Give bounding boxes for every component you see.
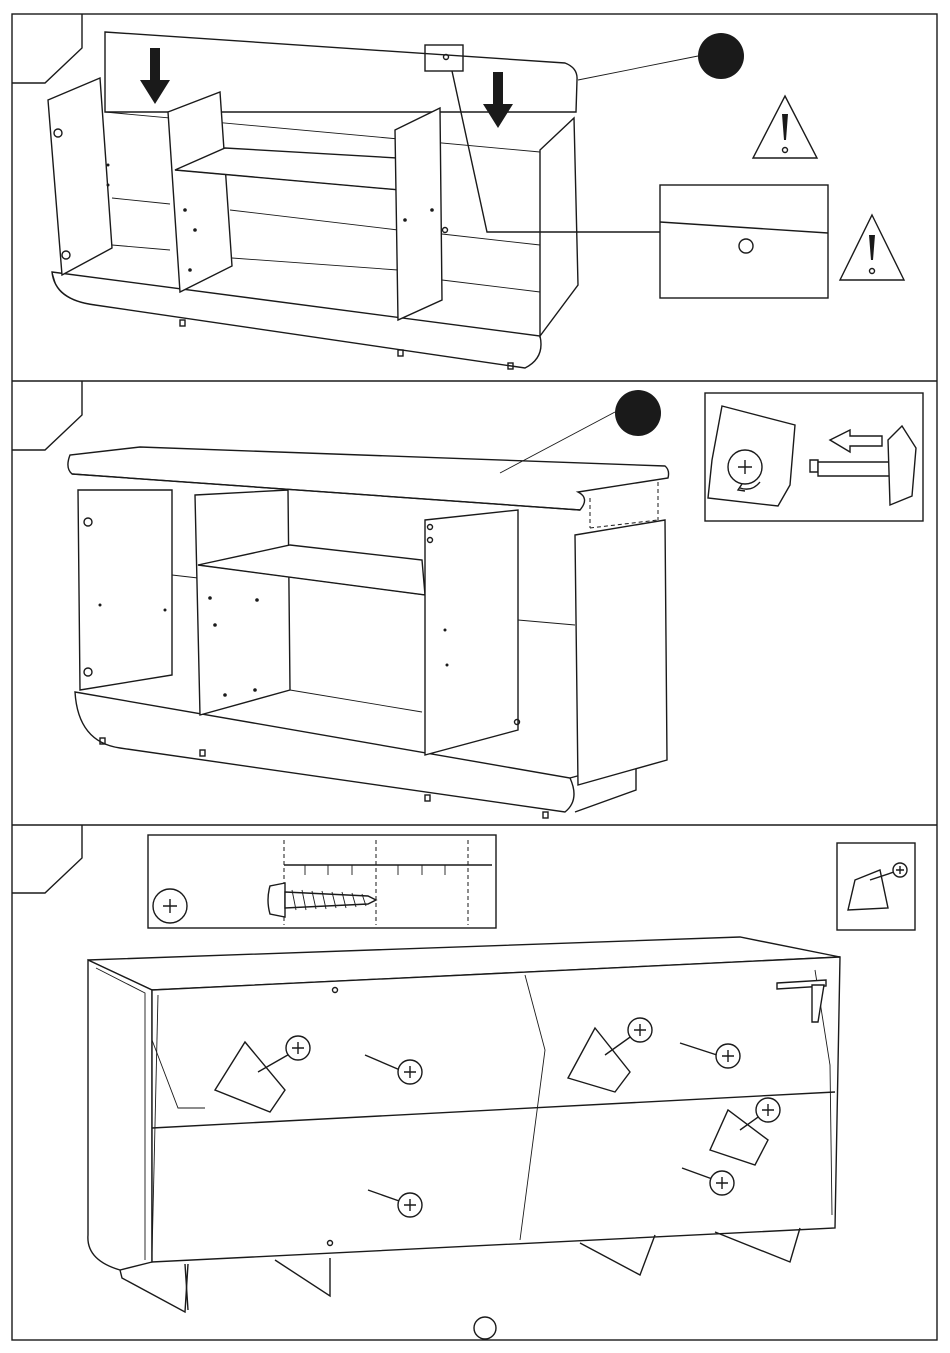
step-1-illustration [48, 32, 744, 369]
base-plinth [52, 272, 541, 368]
left-side-panel [48, 78, 112, 275]
left-arrow-icon [830, 430, 882, 452]
corner-bracket-screw-inset [837, 843, 915, 930]
divider-panel-right [395, 108, 442, 320]
screw-icon [268, 883, 376, 917]
step-3-illustration [88, 937, 840, 1312]
back-panel [105, 32, 577, 112]
screw-size-gauge [148, 835, 496, 928]
cam-lock-inset [705, 393, 923, 521]
right-side-panel [540, 118, 578, 336]
divider-panel-left [168, 92, 232, 292]
left-side-panel [88, 960, 152, 1270]
step-tab-1 [12, 14, 82, 83]
page-number-circle [474, 1317, 496, 1339]
step-tab-3 [12, 825, 82, 893]
screwdriver-icon [818, 462, 890, 476]
warning-triangle-icon [840, 215, 904, 280]
divider-panel-right [425, 510, 518, 755]
right-side-panel [575, 520, 667, 785]
step-2-illustration [68, 390, 669, 818]
step-tab-2 [12, 381, 82, 450]
detail-inset-1 [660, 185, 828, 298]
part-callout-dot [615, 390, 661, 436]
divider-panel-left [195, 490, 290, 715]
warning-triangle-icon [753, 96, 817, 158]
part-callout-dot [698, 33, 744, 79]
